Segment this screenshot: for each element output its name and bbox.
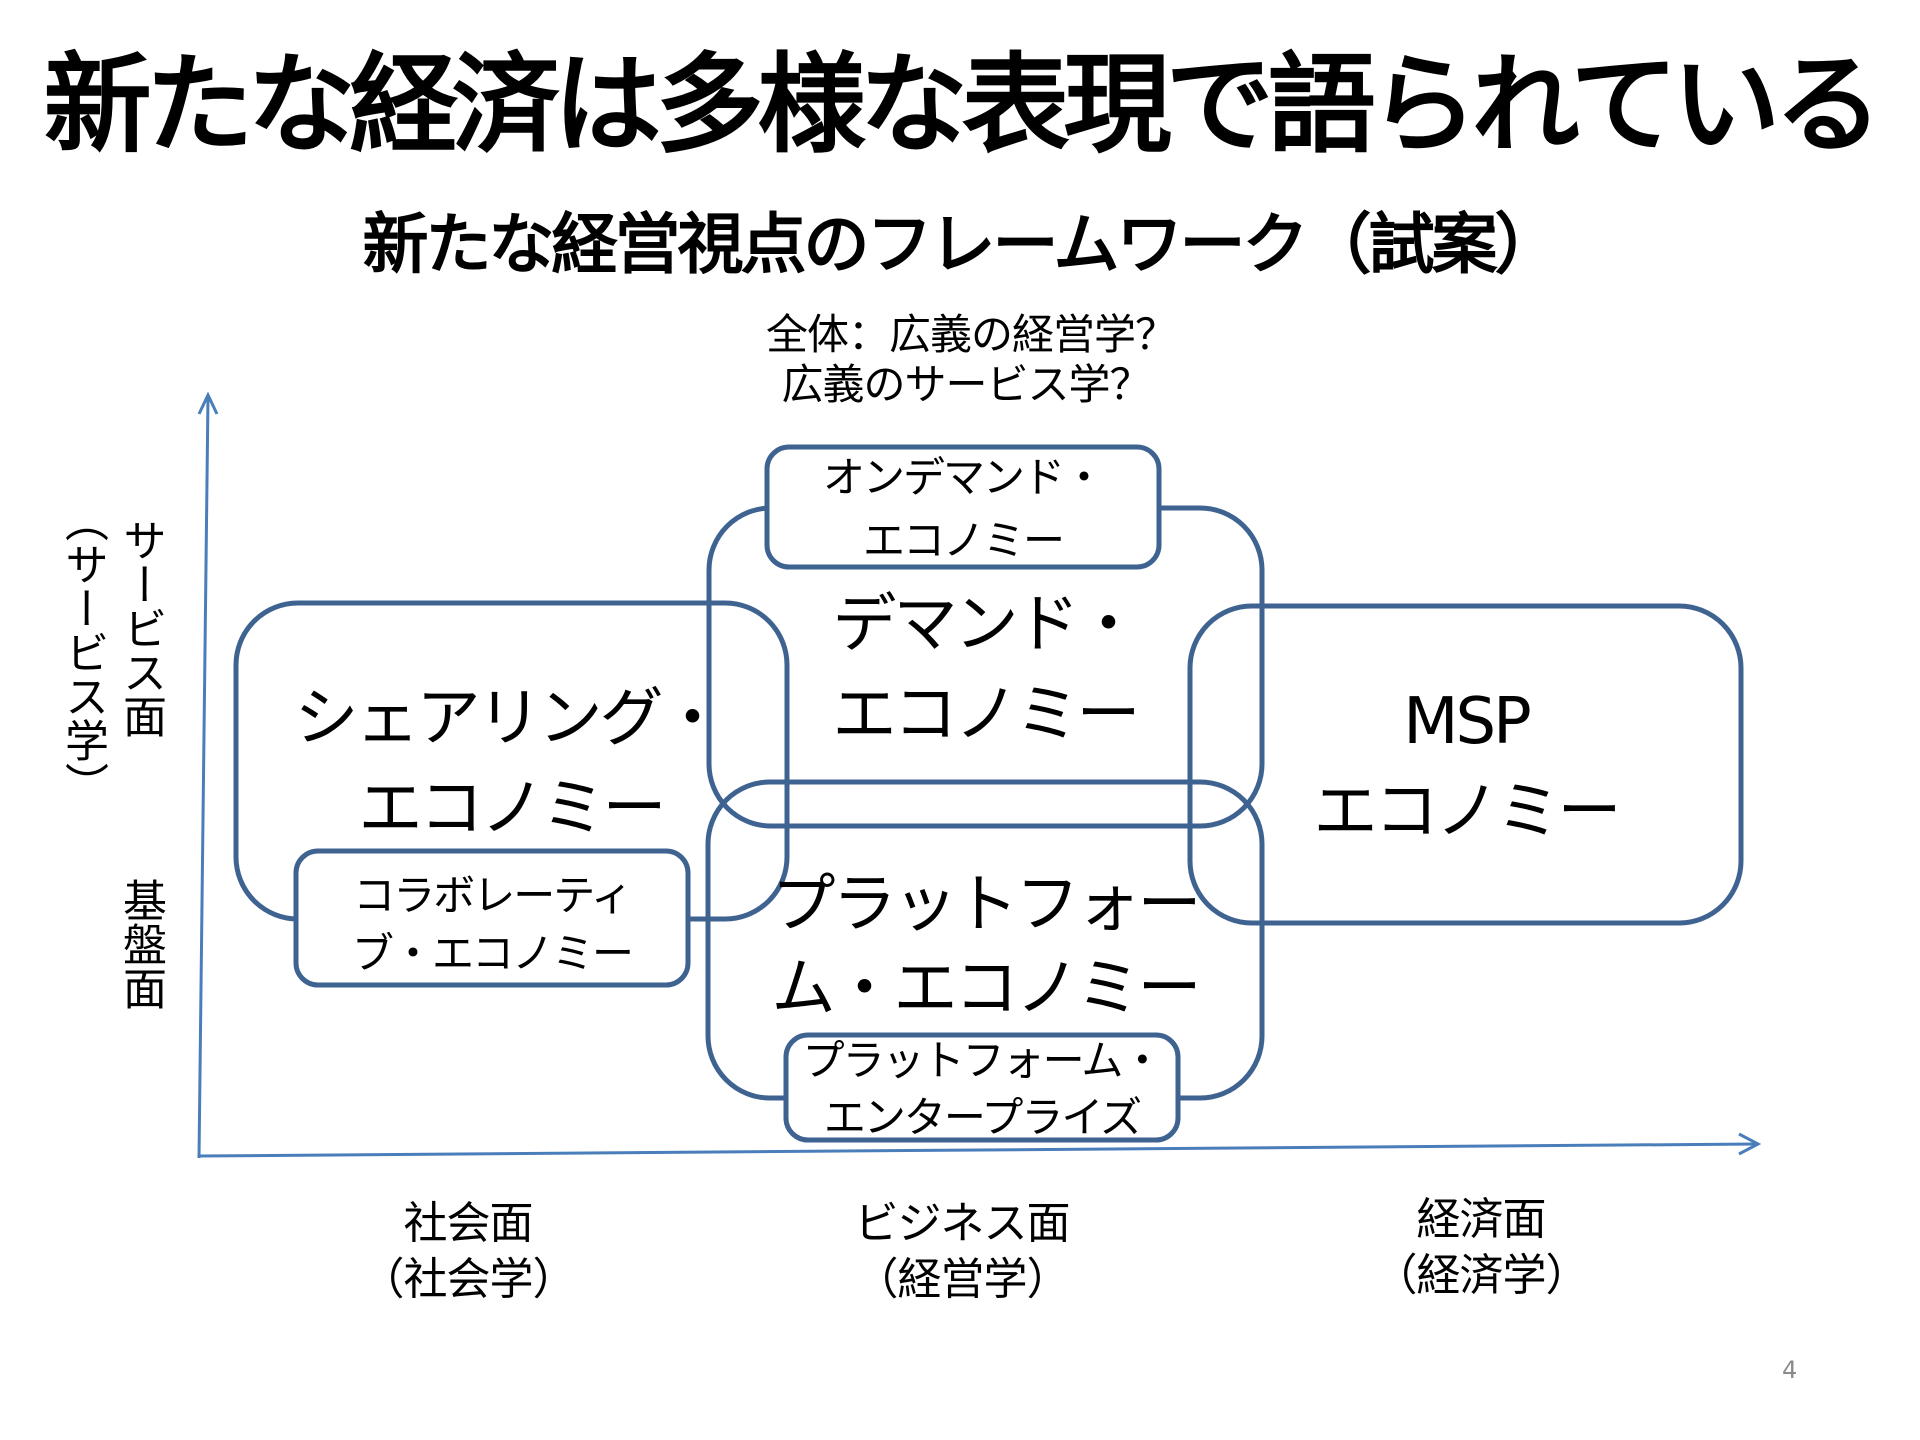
sharing-economy-label-2: エコノミー [359, 772, 664, 846]
msp-economy-label-2: エコノミー [1314, 775, 1619, 849]
x-axis-label-business-title: ビジネス面 [854, 1198, 1071, 1249]
demand-economy-label-2: エコノミー [833, 678, 1138, 752]
platform-enterprise-box [783, 1032, 1181, 1143]
collaborative-economy-label-1: コラボレーティ [353, 871, 630, 920]
y-axis-arrowhead-icon [197, 391, 219, 415]
x-axis-arrowhead-icon [1738, 1132, 1762, 1156]
msp-economy-label-1: MSP [1403, 685, 1530, 759]
platform-economy-label-2: ム・エコノミー [772, 952, 1199, 1026]
overall-note: 全体：広義の経営学？ 広義のサービス学？ [766, 310, 1177, 410]
platform-economy-label-1: プラットフォー [772, 868, 1199, 942]
slide-title: 新たな経済は多様な表現で語られている [43, 43, 1883, 168]
x-axis-label-business-sub: （経営学） [854, 1254, 1071, 1305]
collaborative-economy-box [293, 848, 691, 988]
x-axis-label-social-sub: （社会学） [360, 1254, 577, 1305]
x-axis-label-social: 社会面 （社会学） [298, 1196, 638, 1308]
x-axis-label-economic: 経済面 （経済学） [1311, 1192, 1651, 1304]
platform-enterprise-label-1: プラットフォーム・ [803, 1036, 1162, 1085]
sharing-economy-label-1: シェアリング・ [295, 682, 722, 756]
y-axis-service-sublabel: （サービス学） [57, 498, 108, 806]
on-demand-economy-label-2: エコノミー [863, 516, 1063, 565]
on-demand-economy-label-1: オンデマンド・ [823, 453, 1103, 502]
page-number: 4 [1782, 1356, 1798, 1384]
overall-note-line-2: 広義のサービス学？ [781, 360, 1151, 409]
x-axis-label-economic-sub: （経済学） [1373, 1250, 1590, 1301]
platform-enterprise-label-2: エンタープライズ [824, 1093, 1141, 1142]
y-axis-foundation-label: 基盤面 [115, 878, 166, 1010]
x-axis-line [198, 1142, 1758, 1158]
collaborative-economy-label-2: ブ・エコノミー [352, 929, 632, 978]
demand-economy-label-1: デマンド・ [833, 588, 1138, 662]
msp-economy-box [1187, 603, 1744, 926]
x-axis-label-business: ビジネス面 （経営学） [792, 1196, 1132, 1308]
framework-subtitle: 新たな経営視点のフレームワーク（試案） [362, 206, 1560, 283]
x-axis-label-social-title: 社会面 [403, 1198, 534, 1249]
y-axis-line [197, 395, 210, 1159]
x-axis-label-economic-title: 経済面 [1416, 1194, 1547, 1245]
box-labels: シェアリング・ エコノミー デマンド・ エコノミー プラットフォー ム・エコノミ… [295, 453, 1622, 1142]
y-axis-service-label: サービス面 [115, 518, 166, 738]
on-demand-economy-box [764, 444, 1162, 570]
overall-note-line-1: 全体：広義の経営学？ [766, 310, 1177, 359]
axes [197, 391, 1762, 1159]
